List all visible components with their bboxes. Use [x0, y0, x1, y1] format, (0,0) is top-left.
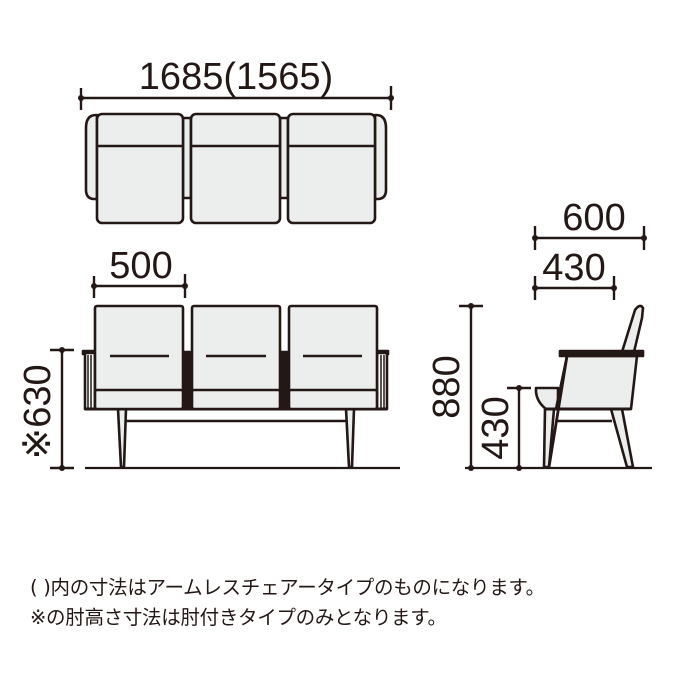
overall-width-dimension: 1685(1565) [78, 56, 394, 110]
arm-height-label: ※630 [17, 364, 59, 459]
seat-depth-dimension: 430 [532, 247, 617, 300]
backrest-side [620, 304, 645, 354]
seat-depth-label: 430 [542, 247, 605, 289]
seat-top-3 [286, 112, 377, 225]
seat-width-dimension: 500 [91, 245, 188, 298]
seat-top-1 [95, 112, 185, 225]
cushion-front-1 [93, 388, 185, 411]
notes: ( )内の寸法はアームレスチェアータイプのものになります。 ※の肘高さ寸法は肘付… [30, 573, 700, 633]
left-arm-top [84, 113, 99, 201]
seat-width-label: 500 [109, 245, 172, 287]
seat-height-dimension: 430 [475, 385, 531, 471]
arm-front-left [83, 351, 97, 411]
arm-height-dimension: ※630 [17, 347, 74, 471]
cushion-front-2 [190, 388, 282, 411]
seat-side [534, 386, 560, 411]
overall-width-label: 1685(1565) [139, 56, 333, 98]
seat-top-2 [189, 112, 282, 225]
right-arm-top [373, 113, 388, 201]
cushion-front-3 [287, 388, 379, 411]
depth-dimension: 600 [532, 197, 647, 250]
side-view: 600 430 880 430 [426, 197, 652, 471]
note-armless-dimensions: ( )内の寸法はアームレスチェアータイプのものになります。 [30, 576, 545, 599]
depth-label: 600 [562, 197, 625, 239]
backrest-front-1 [93, 304, 185, 400]
leg-front-right [344, 407, 356, 469]
total-height-label: 880 [426, 355, 468, 418]
leg-front-left [116, 407, 128, 469]
top-view: 1685(1565) [78, 56, 394, 225]
body-panel-side [554, 354, 639, 411]
rear-leg-side [609, 407, 635, 469]
backrest-front-2 [190, 304, 282, 400]
backrest-front-3 [287, 304, 379, 400]
seat-height-label: 430 [475, 396, 517, 459]
front-view: 500 ※630 [17, 245, 400, 471]
total-height-dimension: 880 [426, 303, 483, 471]
arm-front-right [375, 351, 389, 411]
note-arm-height: ※の肘高さ寸法は肘付きタイプのみとなります。 [30, 606, 447, 629]
armrest-side [558, 349, 645, 358]
